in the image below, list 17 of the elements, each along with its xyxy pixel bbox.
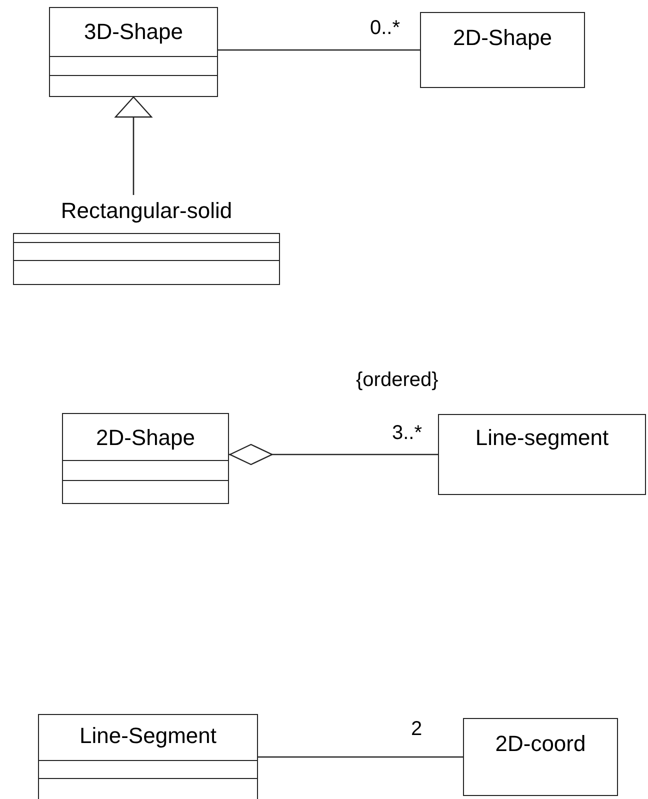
class-name: 2D-Shape xyxy=(94,425,196,451)
class-box xyxy=(420,12,585,88)
class-name: Rectangular-solid xyxy=(60,198,234,224)
class-name: Line-Segment xyxy=(78,723,218,749)
association-line xyxy=(218,49,420,51)
class-box xyxy=(49,7,218,97)
generalization-arrow xyxy=(114,96,152,195)
class-box xyxy=(463,718,618,796)
class-box xyxy=(38,714,258,799)
class-name: 2D-Shape xyxy=(452,25,554,51)
class-name: 2D-coord xyxy=(494,731,587,757)
association-line xyxy=(258,756,463,758)
class-box xyxy=(438,414,646,495)
aggregation-line xyxy=(229,444,438,466)
class-name: Line-segment xyxy=(474,425,610,451)
class-box xyxy=(62,413,229,504)
class-name: 3D-Shape xyxy=(82,19,184,45)
